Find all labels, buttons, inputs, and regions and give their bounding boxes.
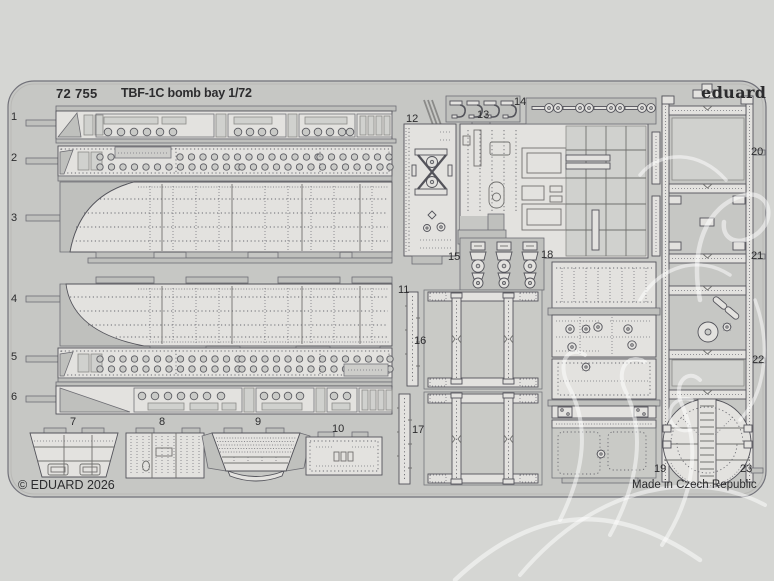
part-number-4: 4 xyxy=(11,293,18,305)
part-5 xyxy=(25,347,394,383)
catalog-number: 72 755 xyxy=(56,86,98,101)
part-15 xyxy=(459,237,545,291)
part-number-18: 18 xyxy=(541,249,554,261)
part-number-22: 22 xyxy=(752,354,765,366)
part-11 xyxy=(397,291,420,485)
eduard-watermark xyxy=(452,155,771,581)
part-number-19: 19 xyxy=(654,463,667,475)
part-number-5: 5 xyxy=(11,351,18,363)
part-number-8: 8 xyxy=(159,416,166,428)
part-10 xyxy=(305,431,383,476)
part-16 xyxy=(423,289,543,390)
part-number-9: 9 xyxy=(255,416,262,428)
product-title: TBF-1C bomb bay 1/72 xyxy=(121,86,252,100)
part-number-20: 20 xyxy=(751,146,764,158)
part-13 xyxy=(457,118,661,261)
part-1 xyxy=(25,105,397,144)
part-6 xyxy=(25,381,393,415)
part-20 xyxy=(668,105,766,194)
brand-logo: eduard xyxy=(701,83,767,102)
part-3 xyxy=(25,181,393,264)
right-column-rails xyxy=(661,83,754,483)
part-4 xyxy=(25,276,393,352)
part-number-16: 16 xyxy=(414,335,427,347)
part-number-14: 14 xyxy=(514,96,527,108)
part-number-17: 17 xyxy=(412,424,425,436)
part-9 xyxy=(201,427,311,482)
part-number-3: 3 xyxy=(11,212,18,224)
part-12 xyxy=(403,99,457,265)
part-19 xyxy=(551,405,657,484)
part-22 xyxy=(668,296,766,400)
part-17 xyxy=(423,391,543,486)
part-number-6: 6 xyxy=(11,391,18,403)
part-number-23: 23 xyxy=(740,463,753,475)
part-number-7: 7 xyxy=(70,416,77,428)
part-number-10: 10 xyxy=(332,423,345,435)
part-number-1: 1 xyxy=(11,111,18,123)
part-number-12: 12 xyxy=(406,113,419,125)
part-7 xyxy=(29,427,119,478)
part-number-2: 2 xyxy=(11,152,18,164)
origin-label: Made in Czech Republic xyxy=(632,479,757,491)
part-8 xyxy=(125,427,205,479)
part-2 xyxy=(25,145,394,182)
part-number-13: 13 xyxy=(477,109,490,121)
part-number-21: 21 xyxy=(751,250,764,262)
part-number-11: 11 xyxy=(398,284,410,296)
part-number-15: 15 xyxy=(448,251,461,263)
part-18 xyxy=(547,261,661,407)
part-14 xyxy=(445,95,657,125)
copyright-notice: © EDUARD 2026 xyxy=(18,478,115,492)
